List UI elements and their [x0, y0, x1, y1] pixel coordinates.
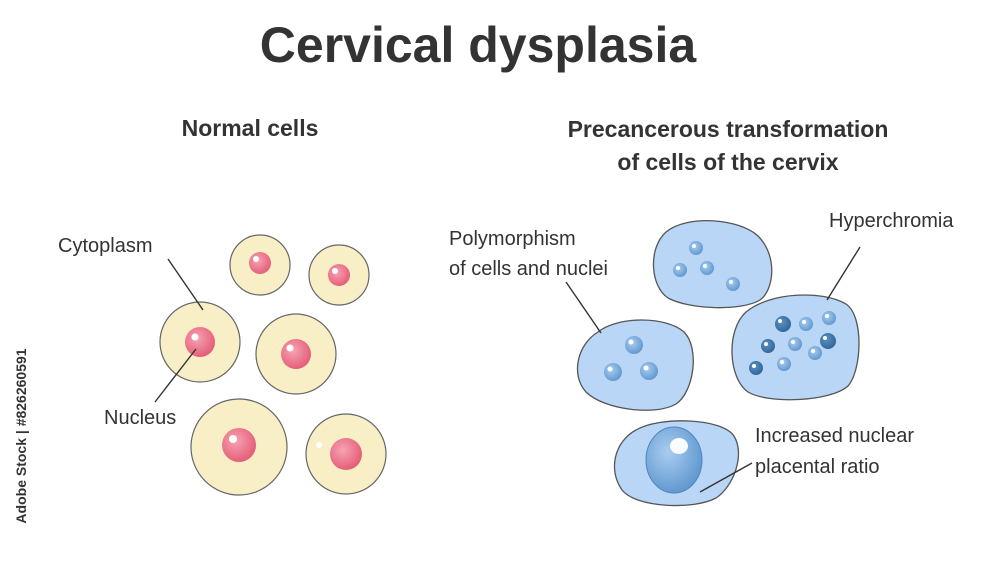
hyperchromia-label: Hyperchromia [829, 210, 954, 232]
normal-cell [308, 244, 370, 306]
main-title: Cervical dysplasia [260, 17, 698, 73]
normal-nucleus [330, 438, 362, 470]
ratio-leader [699, 462, 753, 493]
normal-nucleus [249, 252, 271, 274]
ratio-label-line2: placental ratio [755, 456, 880, 478]
polymorphism-label-line2: of cells and nuclei [449, 258, 608, 280]
normal-nucleus [281, 339, 311, 369]
cell-nucleus [640, 362, 658, 380]
normal-nucleus [222, 428, 256, 462]
cell-nucleus [822, 311, 836, 325]
normal-cell [255, 313, 337, 395]
polymorphic-cell [576, 319, 694, 411]
cell-nucleus [726, 277, 740, 291]
hyperchromic-nucleus [761, 339, 775, 353]
cytoplasm-leader [167, 258, 204, 311]
cell-nucleus [799, 317, 813, 331]
precancer-heading-line2: of cells of the cervix [617, 149, 838, 175]
normal-cells-heading: Normal cells [182, 115, 319, 141]
cell-nucleus [700, 261, 714, 275]
hyperchromic-nucleus [775, 316, 791, 332]
hyperchromic-cell [731, 294, 860, 401]
normal-cells-group [159, 234, 387, 496]
cell-nucleus [625, 336, 643, 354]
ratio-label-line1: Increased nuclear [755, 425, 914, 447]
side-caption: Adobe Stock | #826260591 [13, 348, 29, 523]
cell-nucleus [808, 346, 822, 360]
hyperchromic-nucleus [820, 333, 836, 349]
polymorphic-cell [652, 220, 773, 309]
cell-nucleus [689, 241, 703, 255]
cell-nucleus [788, 337, 802, 351]
normal-cell [229, 234, 291, 296]
cell-nucleus [777, 357, 791, 371]
polymorphism-label-line1: Polymorphism [449, 228, 576, 250]
precancer-heading-line1: Precancerous transformation [568, 116, 889, 142]
normal-nucleus [185, 327, 215, 357]
normal-cell [159, 301, 241, 383]
enlarged-nucleus [645, 426, 703, 494]
nucleus-leader [154, 348, 197, 403]
normal-cell [305, 413, 387, 495]
cell-nucleus [673, 263, 687, 277]
high-ratio-cell [613, 420, 740, 507]
polymorphism-leader [565, 281, 602, 334]
cytoplasm-label: Cytoplasm [58, 235, 152, 257]
cell-nucleus [604, 363, 622, 381]
normal-nucleus [328, 264, 350, 286]
normal-cell [190, 398, 288, 496]
nucleus-label: Nucleus [104, 407, 176, 429]
precancerous-cells-group [576, 220, 860, 507]
hyperchromic-nucleus [749, 361, 763, 375]
hyperchromia-leader [826, 246, 861, 301]
